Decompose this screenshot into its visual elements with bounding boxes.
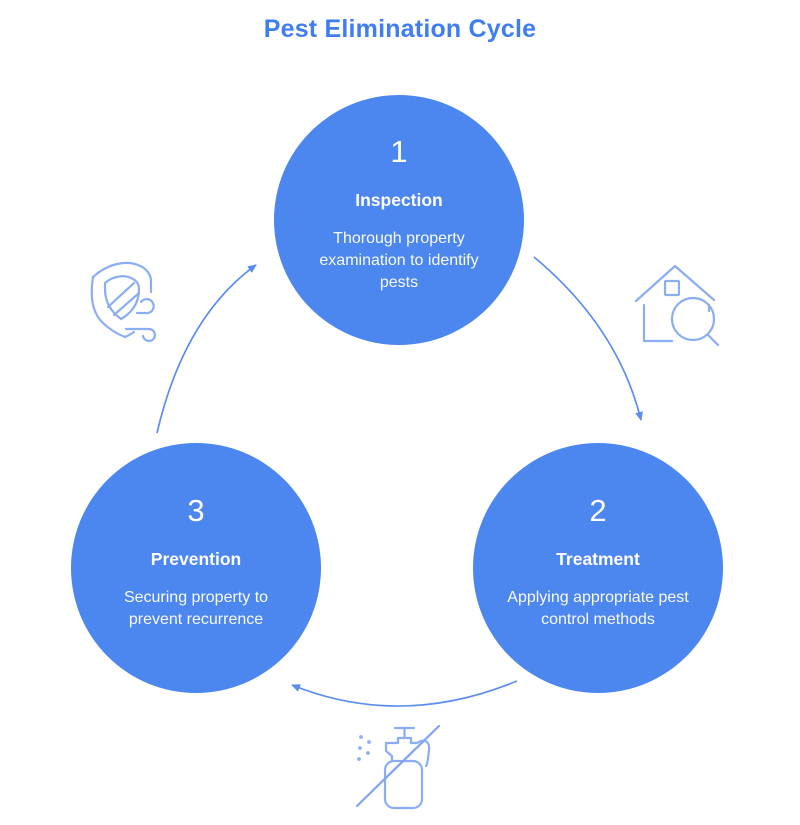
house-search-icon <box>634 264 720 347</box>
step-node-inspection: 1 Inspection Thorough property examinati… <box>274 95 524 345</box>
step-number: 1 <box>390 134 408 169</box>
step-node-prevention: 3 Prevention Securing property to preven… <box>71 443 321 693</box>
shield-wind-icon <box>90 261 156 343</box>
step-description: Thorough property examination to identif… <box>319 230 479 291</box>
step-number: 2 <box>589 493 607 528</box>
step-number: 3 <box>187 493 205 528</box>
arrow-inspection-to-treatment <box>533 256 643 421</box>
step-label: Prevention <box>150 549 242 569</box>
spray-bottle-crossed-icon <box>355 724 441 810</box>
arrow-treatment-to-prevention <box>291 680 518 707</box>
spray-droplets-dots <box>357 735 371 761</box>
step-label: Treatment <box>556 549 640 569</box>
step-description: Securing property to prevent recurrence <box>123 589 269 628</box>
step-description: Applying appropriate pest control method… <box>507 589 689 628</box>
step-node-treatment: 2 Treatment Applying appropriate pest co… <box>473 443 723 693</box>
step-label: Inspection <box>355 190 443 210</box>
diagram-title: Pest Elimination Cycle <box>263 15 537 43</box>
